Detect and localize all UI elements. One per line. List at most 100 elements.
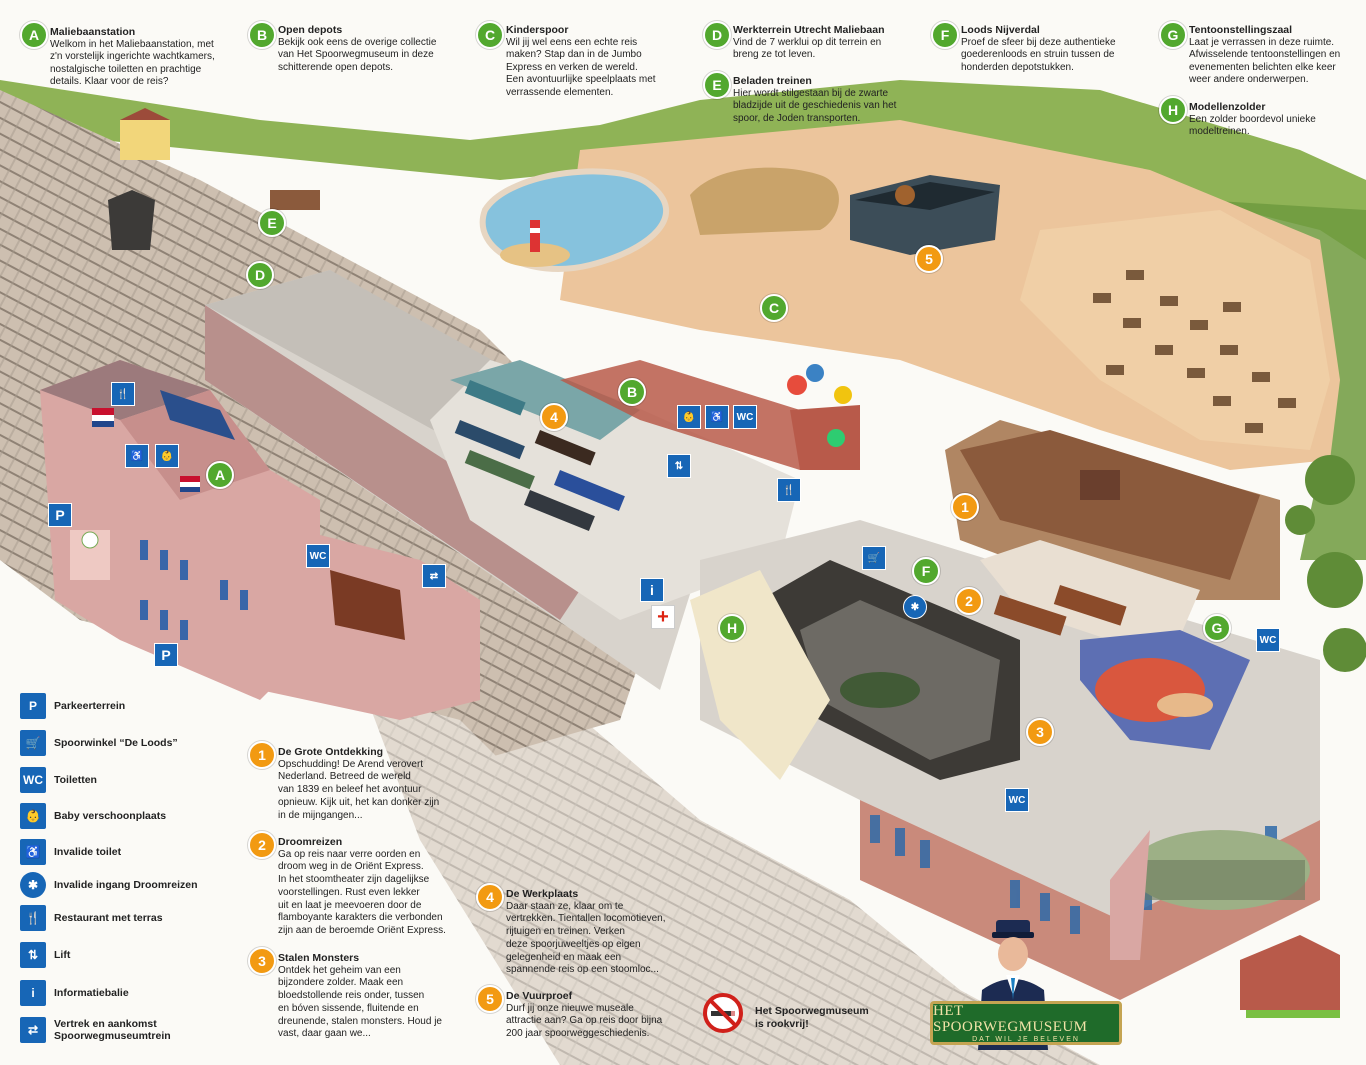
logo-name: HET SPOORWEGMUSEUM bbox=[933, 1002, 1088, 1035]
symbol-label: Vertrek en aankomst Spoorwegmuseumtrein bbox=[54, 1018, 171, 1042]
legend-text: weer andere onderwerpen. bbox=[1189, 74, 1309, 86]
map-marker-b[interactable]: B bbox=[618, 378, 646, 406]
symbol-label: Invalide toilet bbox=[54, 846, 122, 858]
symbol-label: Baby verschoonplaats bbox=[54, 810, 167, 822]
map-marker-1[interactable]: 1 bbox=[951, 493, 979, 521]
legend-item-de-werkplaats: De Werkplaats Daar staan ze, klaar om te… bbox=[506, 888, 686, 977]
legend-text: Wil jij wel eens een echte reis bbox=[506, 36, 638, 48]
map-accessible-entrance-icon[interactable]: ✱ bbox=[903, 595, 927, 619]
badge-c: C bbox=[476, 21, 504, 49]
legend-text: rijtuigen en treinen. Verken bbox=[506, 926, 625, 938]
map-first-aid-icon: + bbox=[651, 605, 675, 629]
symbol-label: Parkeerterrein bbox=[54, 700, 126, 712]
badge-1: 1 bbox=[248, 741, 276, 769]
symbol-row-museum-train: ⇄ Vertrek en aankomst Spoorwegmuseumtrein bbox=[20, 1016, 171, 1044]
map-shop-icon[interactable]: 🛒 bbox=[862, 546, 886, 570]
legend-text: honderden depotstukken. bbox=[961, 61, 1074, 73]
map-parking-icon[interactable]: P bbox=[154, 643, 178, 667]
map-wc-icon[interactable]: WC bbox=[733, 405, 757, 429]
map-marker-f[interactable]: F bbox=[912, 557, 940, 585]
symbol-row-lift: ⇅Lift bbox=[20, 941, 70, 969]
map-restaurant-icon[interactable]: 🍴 bbox=[777, 478, 801, 502]
map-info-icon[interactable]: i bbox=[640, 578, 664, 602]
map-marker-4[interactable]: 4 bbox=[540, 403, 568, 431]
legend-text: Een avontuurlijke speelplaats met bbox=[506, 74, 656, 86]
legend-item-tentoonstellingszaal: Tentoonstellingszaal Laat je verrassen i… bbox=[1189, 24, 1364, 87]
map-wheelchair-icon[interactable]: ♿ bbox=[705, 405, 729, 429]
lift-icon: ⇅ bbox=[20, 942, 46, 968]
map-train-departure-icon[interactable]: ⇄ bbox=[422, 564, 446, 588]
badge-2: 2 bbox=[248, 831, 276, 859]
badge-g: G bbox=[1159, 21, 1187, 49]
legend-text: details. Klaar voor de reis? bbox=[50, 76, 169, 88]
legend-text: Durf jij onze nieuwe museale bbox=[506, 1002, 634, 1014]
legend-text: Welkom in het Maliebaanstation, met bbox=[50, 38, 214, 50]
legend-text: droom weg in de Oriënt Express. bbox=[278, 861, 424, 873]
symbol-label: Informatiebalie bbox=[54, 987, 129, 999]
map-lift-icon[interactable]: ⇅ bbox=[667, 454, 691, 478]
shopping-cart-icon: 🛒 bbox=[20, 730, 46, 756]
legend-text: spoor, de Joden transporten. bbox=[733, 112, 861, 124]
legend-text: attractie aan? Ga op reis door bijna bbox=[506, 1015, 663, 1027]
map-wc-icon[interactable]: WC bbox=[1256, 628, 1280, 652]
asterisk-icon: ✱ bbox=[20, 872, 46, 898]
symbol-label: Invalide ingang Droomreizen bbox=[54, 879, 198, 891]
badge-f: F bbox=[931, 21, 959, 49]
legend-text: In het stoomtheater zijn dagelijkse bbox=[278, 874, 430, 886]
legend-text: Een zolder boordevol unieke bbox=[1189, 113, 1316, 125]
map-marker-g[interactable]: G bbox=[1203, 614, 1231, 642]
legend-title: De Werkplaats bbox=[506, 888, 579, 900]
symbol-row-baby-changing: 👶Baby verschoonplaats bbox=[20, 802, 166, 830]
map-parking-icon[interactable]: P bbox=[48, 503, 72, 527]
map-marker-5[interactable]: 5 bbox=[915, 245, 943, 273]
map-marker-e[interactable]: E bbox=[258, 209, 286, 237]
legend-text: goederenloods en struin tussen de bbox=[961, 49, 1115, 61]
restaurant-icon: 🍴 bbox=[20, 905, 46, 931]
map-marker-d[interactable]: D bbox=[246, 261, 274, 289]
legend-title: Maliebaanstation bbox=[50, 26, 136, 38]
legend-text: Vind de 7 werklui op dit terrein en bbox=[733, 36, 882, 48]
legend-title: Tentoonstellingszaal bbox=[1189, 24, 1293, 36]
legend-text: en bóven sissende, fluitende en bbox=[278, 1002, 419, 1014]
badge-5: 5 bbox=[476, 985, 504, 1013]
map-marker-a[interactable]: A bbox=[206, 461, 234, 489]
no-smoking-line: Het Spoorwegmuseum bbox=[755, 1005, 869, 1017]
train-departure-icon: ⇄ bbox=[20, 1017, 46, 1043]
legend-title: Open depots bbox=[278, 24, 343, 36]
map-baby-changing-icon[interactable]: 👶 bbox=[677, 405, 701, 429]
legend-text: van 1839 en beleef het avontuur bbox=[278, 784, 422, 796]
symbol-row-accessible-entrance: ✱ Invalide ingang Droomreizen bbox=[20, 871, 198, 899]
map-wc-icon[interactable]: WC bbox=[1005, 788, 1029, 812]
map-baby-changing-icon[interactable]: 👶 bbox=[155, 444, 179, 468]
legend-text: gelegenheid en maak een bbox=[506, 951, 622, 963]
wheelchair-icon: ♿ bbox=[20, 839, 46, 865]
legend-text: verrassende elementen. bbox=[506, 86, 614, 98]
legend-text: bloedstollende reis onder, tussen bbox=[278, 990, 425, 1002]
map-marker-2[interactable]: 2 bbox=[955, 587, 983, 615]
badge-b: B bbox=[248, 21, 276, 49]
map-marker-c[interactable]: C bbox=[760, 294, 788, 322]
legend-text: modeltreinen. bbox=[1189, 126, 1250, 138]
map-wc-icon[interactable]: WC bbox=[306, 544, 330, 568]
no-smoking-icon bbox=[702, 992, 744, 1034]
legend-item-de-grote-ontdekking: De Grote Ontdekking Opschudding! De Aren… bbox=[278, 746, 458, 822]
legend-title: Werkterrein Utrecht Maliebaan bbox=[733, 24, 885, 36]
symbol-row-accessible-toilet: ♿ Invalide toilet bbox=[20, 838, 121, 866]
legend-text: van Het Spoorwegmuseum in deze bbox=[278, 49, 434, 61]
legend-item-de-vuurproef: De Vuurproef Durf jij onze nieuwe museal… bbox=[506, 990, 686, 1041]
legend-text: flamboyante karakters die verbonden bbox=[278, 912, 443, 924]
legend-text: vast, daar gaan we... bbox=[278, 1028, 371, 1040]
map-marker-h[interactable]: H bbox=[718, 614, 746, 642]
legend-text: breng ze tot leven. bbox=[733, 49, 816, 61]
map-marker-3[interactable]: 3 bbox=[1026, 718, 1054, 746]
museum-logo: HET SPOORWEGMUSEUM DAT WIL JE BELEVEN bbox=[930, 1001, 1122, 1045]
map-restaurant-icon[interactable]: 🍴 bbox=[111, 382, 135, 406]
legend-text: nostalgische toiletten en prachtige bbox=[50, 63, 202, 75]
symbol-row-shop: 🛒Spoorwinkel “De Loods” bbox=[20, 729, 178, 757]
legend-title: De Grote Ontdekking bbox=[278, 746, 384, 758]
legend-item-kinderspoor: Kinderspoor Wil jij wel eens een echte r… bbox=[506, 24, 696, 100]
map-wheelchair-icon[interactable]: ♿ bbox=[125, 444, 149, 468]
logo-tagline: DAT WIL JE BELEVEN bbox=[972, 1035, 1080, 1043]
